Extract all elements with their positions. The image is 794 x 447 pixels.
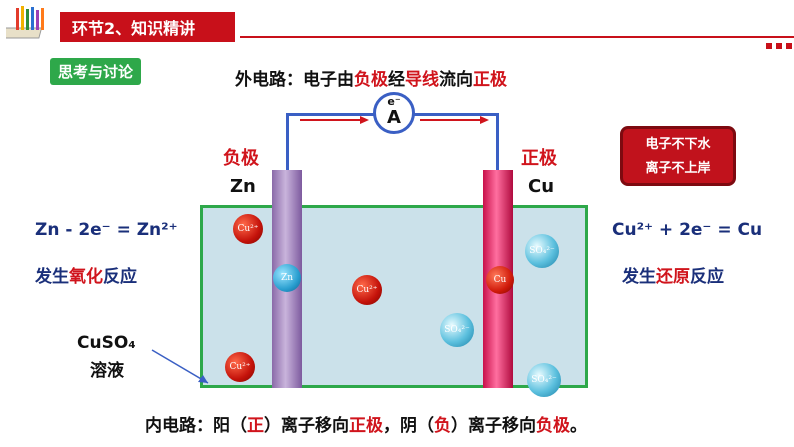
sulfate-ion: SO₄²⁻ [525, 234, 559, 268]
cu-ion: Cu²⁺ [233, 214, 263, 244]
stamp-line-2: 离子不上岸 [645, 161, 711, 176]
positive-electrode-label: 正极 [521, 148, 557, 169]
solution-name: 溶液 [90, 361, 124, 381]
sulfate-ion: SO₄²⁻ [527, 363, 561, 397]
header-square [776, 43, 782, 49]
reduction-suffix: 反应 [690, 267, 724, 287]
header-logo [0, 4, 52, 44]
cu-ion: Cu²⁺ [352, 275, 382, 305]
meter-letter: A [387, 107, 401, 128]
wire-left-horizontal [286, 113, 376, 116]
ammeter: e⁻ A [373, 92, 415, 134]
header-square [786, 43, 792, 49]
cu-ion: Cu²⁺ [225, 352, 255, 382]
reduction-prefix: 发生 [622, 267, 656, 287]
internal-circuit-text: 内电路：阳（正）离子移向正极，阴（负）离子移向负极。 [145, 411, 587, 436]
zinc-label: Zn [230, 176, 256, 197]
copper-atom: Cu [486, 266, 514, 294]
mnemonic-stamp: 电子不下水 离子不上岸 [620, 126, 736, 186]
inner-p3: ，阴（ [383, 416, 434, 436]
copper-label: Cu [528, 176, 555, 197]
ext-positive: 正极 [473, 70, 507, 90]
wire-left-vertical [286, 113, 289, 170]
ext-wire: 导线 [405, 70, 439, 90]
copper-half-reaction: Cu²⁺ + 2e⁻ = Cu [612, 220, 763, 240]
inner-neg1: 负 [434, 416, 451, 436]
inner-p1: 内电路：阳（ [145, 416, 247, 436]
negative-electrode-label: 负极 [223, 148, 259, 169]
inner-p4: ）离子移向 [451, 416, 536, 436]
ext-negative: 负极 [354, 70, 388, 90]
solution-formula: CuSO₄ [77, 333, 136, 353]
electron-arrow-left [300, 110, 370, 129]
oxidation-prefix: 发生 [35, 267, 69, 287]
wire-right-horizontal [413, 113, 499, 116]
ext-flow: 流向 [439, 70, 473, 90]
beaker-solution [200, 205, 588, 388]
page-title: 环节2、知识精讲 [72, 19, 196, 38]
oxidation-key: 氧化 [69, 267, 103, 287]
ext-mid: 经 [388, 70, 405, 90]
header-banner [60, 12, 235, 42]
header-square [766, 43, 772, 49]
reduction-text: 发生还原反应 [622, 262, 724, 287]
oxidation-text: 发生氧化反应 [35, 262, 137, 287]
solution-pointer-arrow [150, 348, 218, 394]
electron-arrow-right [420, 110, 490, 129]
stamp-line-1: 电子不下水 [645, 137, 711, 152]
discussion-tag: 思考与讨论 [50, 58, 142, 85]
wire-right-vertical [496, 113, 499, 170]
external-circuit-text: 外电路：电子由负极经导线流向正极 [235, 65, 507, 90]
inner-p5: 。 [570, 416, 587, 436]
header-divider [240, 36, 794, 38]
inner-neg2: 负极 [536, 416, 570, 436]
zinc-atom: Zn [273, 264, 301, 292]
inner-pos2: 正极 [349, 416, 383, 436]
sulfate-ion: SO₄²⁻ [440, 313, 474, 347]
inner-pos1: 正 [247, 416, 264, 436]
inner-p2: ）离子移向 [264, 416, 349, 436]
oxidation-suffix: 反应 [103, 267, 137, 287]
meter-electron-label: e⁻ [387, 95, 401, 108]
ext-prefix: 外电路：电子由 [235, 70, 354, 90]
zinc-half-reaction: Zn - 2e⁻ = Zn²⁺ [35, 220, 178, 240]
reduction-key: 还原 [656, 267, 690, 287]
